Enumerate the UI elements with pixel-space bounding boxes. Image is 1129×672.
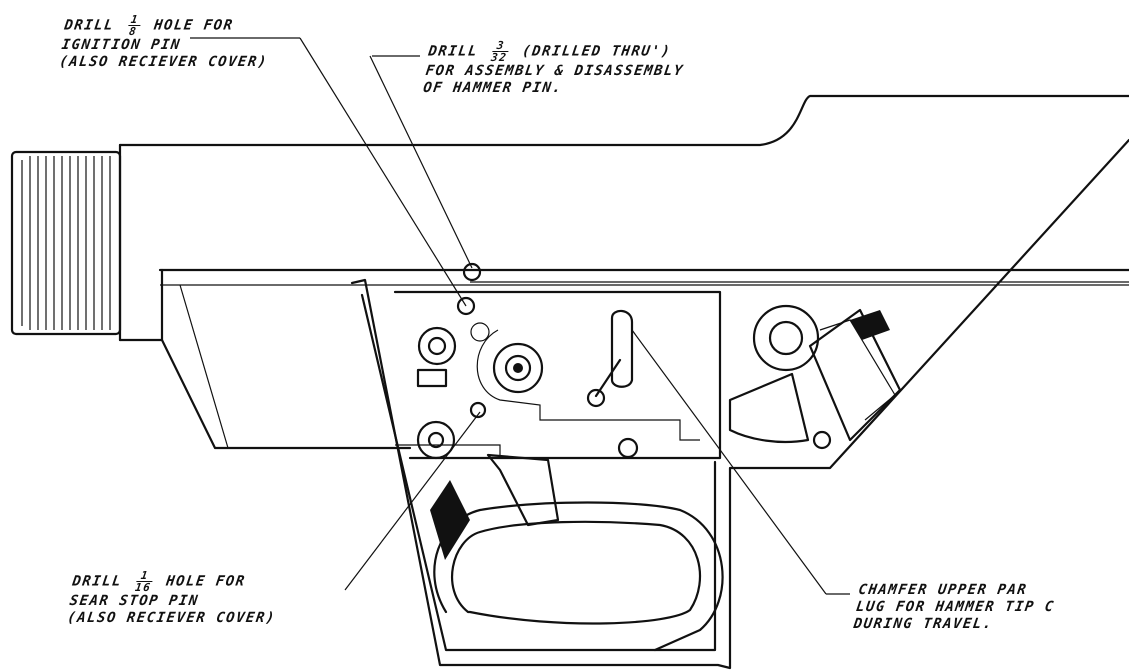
chamfer-note-line2: LUG FOR HAMMER TIP C <box>854 599 1056 615</box>
receiver-upper-body <box>118 94 1129 342</box>
hammer-slot <box>586 309 634 408</box>
ignition-pin-hole <box>456 262 490 342</box>
sear-note-line2: SEAR STOP PIN <box>68 593 200 609</box>
sear-note-line3: (ALSO RECIEVER COVER) <box>66 610 277 626</box>
sear-stop-pin-hole <box>469 401 487 419</box>
magazine-housing <box>160 268 412 450</box>
trigger-pivot <box>416 420 456 460</box>
ignition-note-line2: IGNITION PIN <box>60 37 182 53</box>
ignition-note-line3: (ALSO RECIEVER COVER) <box>58 54 269 70</box>
hammer-pin <box>492 342 544 394</box>
trigger-guard <box>433 501 724 652</box>
lower-receiver-frame <box>393 290 722 460</box>
chamfer-note: CHAMFER UPPER PAR LUG FOR HAMMER TIP C D… <box>852 582 1058 633</box>
trigger <box>430 453 560 560</box>
lower-pin <box>617 437 639 459</box>
grip-frame <box>350 138 1129 670</box>
sear-pivot <box>416 326 457 388</box>
chamfer-note-line1: CHAMFER UPPER PAR <box>857 582 1029 598</box>
leader-lines <box>190 37 850 595</box>
hammer-note-line3: OF HAMMER PIN. <box>422 80 564 96</box>
threaded-barrel-end <box>10 150 122 336</box>
hammer-note-line2: FOR ASSEMBLY & DISASSEMBLY <box>424 63 685 79</box>
chamfer-note-line3: DURING TRAVEL. <box>852 616 994 632</box>
bolt-mechanism <box>728 304 902 450</box>
